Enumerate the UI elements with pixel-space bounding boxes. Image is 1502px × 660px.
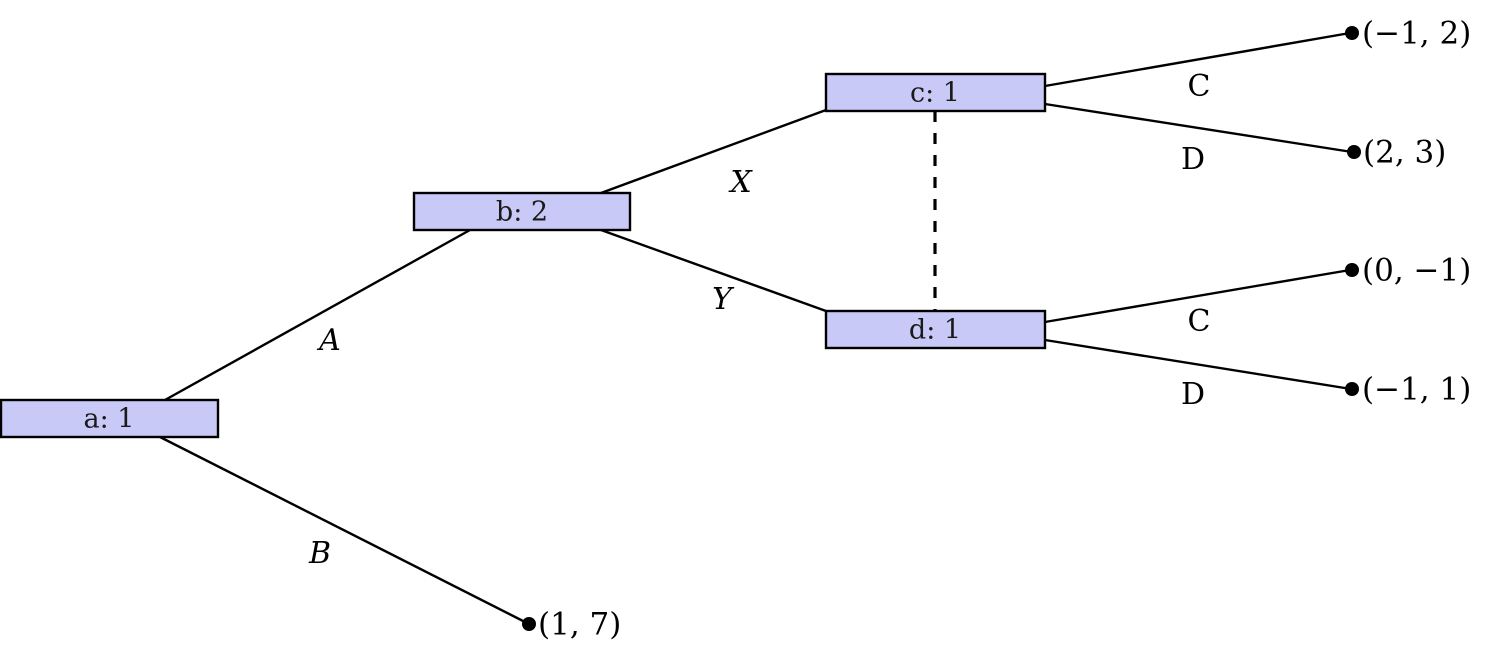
terminal-payoff-3: (0, −1) — [1362, 253, 1471, 289]
terminal-dot-2 — [1347, 145, 1361, 159]
edge-label-c-upper: C — [1188, 69, 1211, 104]
edges-layer — [159, 31, 1353, 626]
terminal-payoff-4: (−1, 1) — [1362, 372, 1471, 408]
edge-d-to-terminal-c — [1044, 268, 1351, 324]
edge-d-to-terminal-d — [1044, 338, 1352, 391]
terminal-payoff-2: (2, 3) — [1363, 135, 1446, 171]
edge-label-c-lower: C — [1188, 304, 1211, 339]
edge-a-to-terminal-b — [159, 435, 530, 626]
node-d[interactable]: d: 1 — [824, 309, 1047, 350]
terminals-layer: (−1, 2) (2, 3) (0, −1) (−1, 1) (1, 7) — [522, 16, 1471, 643]
terminal-dot-5 — [522, 617, 536, 631]
node-c[interactable]: c: 1 — [824, 72, 1047, 113]
terminal-dot-3 — [1345, 263, 1359, 277]
node-c-label: c: 1 — [910, 78, 960, 109]
edge-a-to-b — [164, 228, 471, 402]
node-a-box[interactable] — [0, 398, 220, 439]
node-d-box[interactable] — [824, 309, 1047, 350]
node-b-box[interactable] — [412, 191, 632, 232]
edge-label-a: A — [316, 323, 341, 358]
terminal-payoff-1: (−1, 2) — [1362, 16, 1471, 52]
node-c-box[interactable] — [824, 72, 1047, 113]
edge-label-x: X — [728, 165, 753, 200]
edge-b-to-c — [600, 108, 827, 195]
node-b[interactable]: b: 2 — [412, 191, 632, 232]
edge-b-to-d — [600, 228, 827, 313]
terminal-dot-4 — [1345, 382, 1359, 396]
edge-label-d-lower: D — [1181, 377, 1205, 412]
edge-c-to-terminal-d — [1044, 102, 1353, 154]
edge-label-b: B — [308, 536, 331, 571]
node-a[interactable]: a: 1 — [0, 398, 220, 439]
terminal-payoff-5: (1, 7) — [538, 607, 621, 643]
edge-c-to-terminal-c — [1044, 31, 1351, 88]
node-b-label: b: 2 — [496, 197, 548, 228]
terminal-dot-1 — [1345, 26, 1359, 40]
node-a-label: a: 1 — [84, 404, 135, 435]
edge-labels-layer: A B X Y C D C D — [308, 69, 1211, 571]
edge-label-y: Y — [712, 282, 735, 317]
edge-label-d-upper: D — [1181, 142, 1205, 177]
node-d-label: d: 1 — [909, 315, 961, 346]
